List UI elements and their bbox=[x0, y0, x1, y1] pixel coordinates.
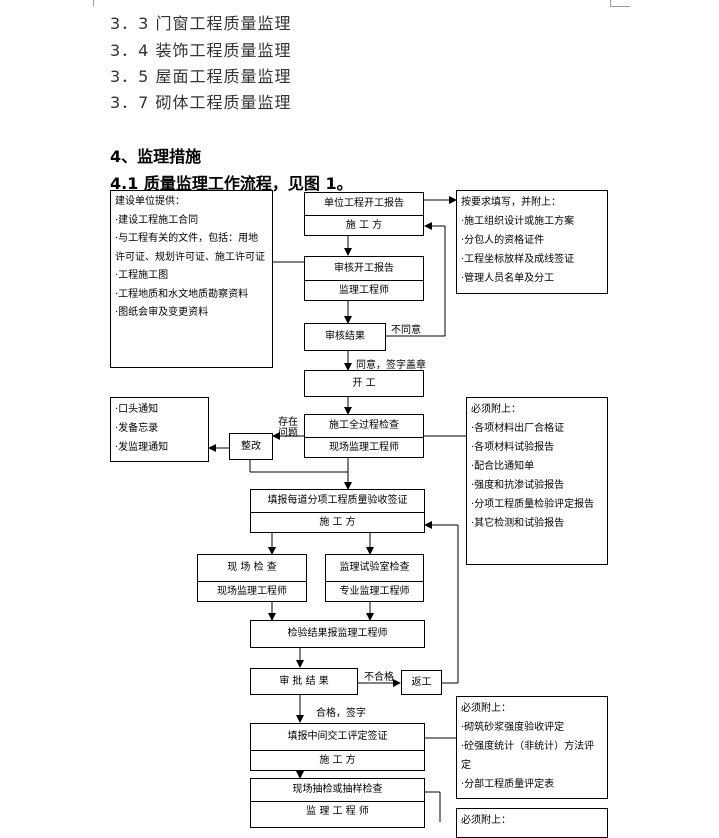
label-agree-sign: 同意，签字盖章 bbox=[356, 360, 426, 371]
subitem-acceptance-box: 填报每道分项工程质量验收签证 施 工 方 bbox=[250, 489, 425, 533]
rework-box: 返工 bbox=[401, 670, 442, 695]
list-item: ·发备忘录 bbox=[115, 423, 159, 434]
list-item: ·砌筑砂浆强度验收评定 bbox=[461, 722, 565, 733]
list-item: ·强度和抗渗试验报告 bbox=[471, 480, 565, 491]
label-problem: 存在 问题 bbox=[278, 417, 298, 439]
attachments-box-2: 必须附上： ·砌筑砂浆强度验收评定 ·砼强度统计（非统计）方法评定 ·分部工程质… bbox=[456, 696, 608, 799]
lab-inspection-box: 监理试验室检查 专业监理工程师 bbox=[325, 554, 424, 602]
list-item: ·发监理通知 bbox=[115, 442, 169, 453]
page-corner-mark bbox=[610, 6, 630, 7]
list-item: ·工程地质和水文地质勘察资料 bbox=[115, 288, 249, 300]
list-item: ·各项材料出厂合格证 bbox=[471, 423, 565, 434]
interim-handover-box: 填报中间交工评定签证 施 工 方 bbox=[250, 723, 425, 771]
list-item: ·口头通知 bbox=[115, 404, 159, 415]
notification-box: ·口头通知 ·发备忘录 ·发监理通知 bbox=[110, 397, 209, 462]
attachments-box-3: 必须附上： bbox=[456, 808, 608, 838]
list-item: 必须附上： bbox=[461, 703, 511, 714]
review-report-box: 审核开工报告 监理工程师 bbox=[304, 256, 424, 301]
list-item: 按要求填写，并附上： bbox=[461, 197, 561, 208]
rectify-box: 整改 bbox=[229, 433, 273, 460]
list-item: ·与工程有关的文件，包括：用地许可证、规划许可证、施工许可证 bbox=[115, 233, 265, 263]
label-qualified-sign: 合格，签字 bbox=[316, 708, 366, 719]
section-3-7: 3．7 砌体工程质量监理 bbox=[110, 93, 292, 112]
list-item: ·工程施工图 bbox=[115, 270, 169, 281]
full-process-check-box: 施工全过程检查 现场监理工程师 bbox=[304, 414, 424, 458]
heading-4-1: 4.1 质量监理工作流程，见图 1。 bbox=[110, 174, 353, 193]
test-result-report-box: 检验结果报监理工程师 bbox=[250, 620, 425, 648]
list-item: ·分包人的资格证件 bbox=[461, 235, 545, 246]
list-item: ·施工组织设计或施工方案 bbox=[461, 216, 575, 227]
start-report-box: 单位工程开工报告 施 工 方 bbox=[304, 192, 424, 236]
owner-documents-box: 建设单位提供： ·建设工程施工合同 ·与工程有关的文件，包括：用地许可证、规划许… bbox=[110, 190, 273, 368]
spot-check-box: 现场抽检或抽样检查 监 理 工 程 师 bbox=[250, 778, 425, 828]
attachments-box-1: 必须附上： ·各项材料出厂合格证 ·各项材料试验报告 ·配合比通知单 ·强度和抗… bbox=[466, 397, 608, 565]
heading-4: 4、监理措施 bbox=[110, 147, 202, 166]
review-result-box: 审核结果 bbox=[304, 323, 386, 351]
list-item: ·管理人员名单及分工 bbox=[461, 273, 555, 284]
list-item: 建设单位提供： bbox=[115, 196, 185, 207]
label-disagree: 不同意 bbox=[391, 325, 421, 336]
submission-requirements-box: 按要求填写，并附上： ·施工组织设计或施工方案 ·分包人的资格证件 ·工程坐标放… bbox=[456, 190, 608, 294]
list-item: 必须附上： bbox=[471, 404, 521, 415]
section-3-5: 3．5 屋面工程质量监理 bbox=[110, 67, 292, 86]
list-item: ·分部工程质量评定表 bbox=[461, 779, 555, 790]
section-3-4: 3．4 装饰工程质量监理 bbox=[110, 41, 292, 60]
approval-result-box: 审 批 结 果 bbox=[250, 668, 358, 695]
list-item: ·图纸会审及变更资料 bbox=[115, 307, 209, 318]
start-work-box: 开 工 bbox=[304, 370, 424, 397]
list-item: 必须附上： bbox=[461, 815, 511, 826]
list-item: ·工程坐标放样及成线签证 bbox=[461, 254, 575, 265]
list-item: ·各项材料试验报告 bbox=[471, 442, 555, 453]
label-unqualified: 不合格 bbox=[364, 672, 394, 683]
section-3-3: 3．3 门窗工程质量监理 bbox=[110, 14, 292, 33]
list-item: ·配合比通知单 bbox=[471, 461, 535, 472]
list-item: ·其它检测和试验报告 bbox=[471, 518, 565, 529]
list-item: ·砼强度统计（非统计）方法评定 bbox=[461, 741, 595, 771]
list-item: ·分项工程质量检验评定报告 bbox=[471, 499, 595, 510]
site-inspection-box: 现 场 检 查 现场监理工程师 bbox=[197, 554, 307, 602]
page-corner-mark bbox=[610, 0, 611, 6]
page-corner-mark bbox=[93, 0, 94, 6]
list-item: ·建设工程施工合同 bbox=[115, 214, 199, 226]
